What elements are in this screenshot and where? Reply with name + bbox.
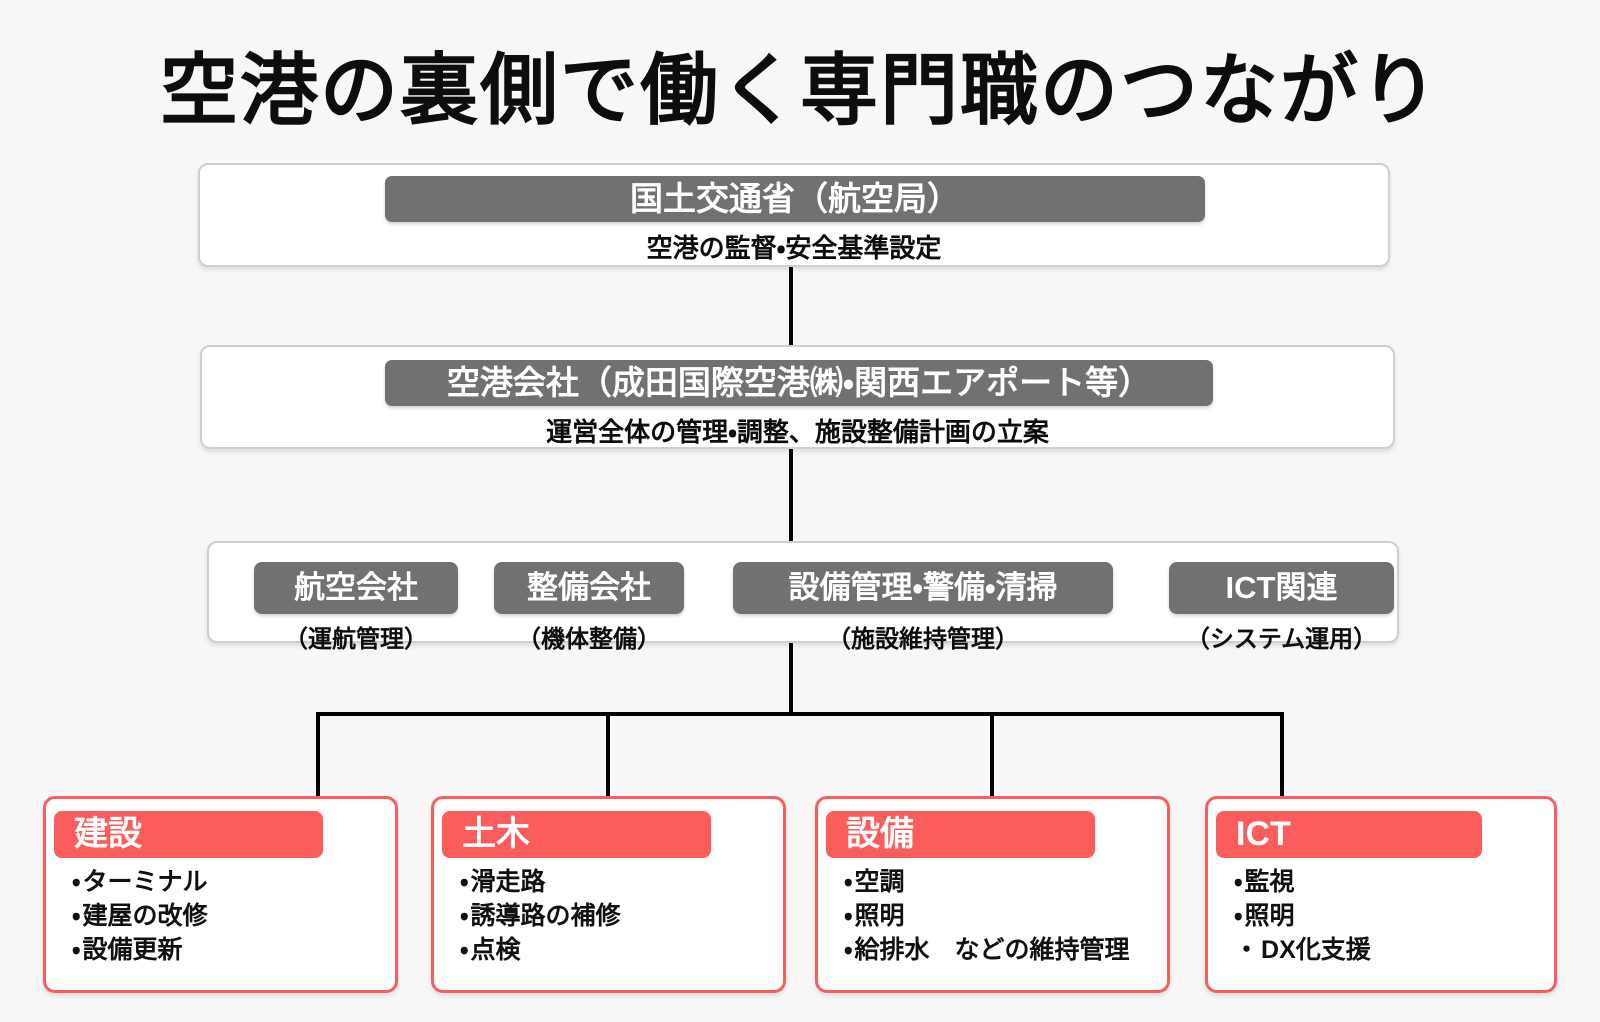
level1-header-bar: 国土交通省（航空局） xyxy=(385,176,1205,222)
connector-line-l1-l2 xyxy=(789,267,793,345)
level3-box: 航空会社 （運航管理） 整備会社 （機体整備） 設備管理・警備・清掃 （施設維持… xyxy=(207,541,1399,653)
connector-drop-ict xyxy=(1280,712,1284,796)
bullet-glyph: ・ xyxy=(844,902,853,930)
level3-group-facility-security-cleaning: 設備管理・警備・清掃 xyxy=(733,562,1113,614)
list-item: ・監視 xyxy=(1234,865,1546,899)
card-facilities: 設備 ・空調 ・照明 ・給排水 などの維持管理 xyxy=(815,796,1170,993)
card-ict-items: ・監視 ・照明 ・DX化支援 xyxy=(1234,865,1546,967)
connector-line-horizontal xyxy=(316,712,1284,716)
bullet-glyph: ・ xyxy=(460,868,469,896)
list-item-label: 照明 xyxy=(854,902,905,930)
level1-box: 国土交通省（航空局） 空港の監督・安全基準設定 xyxy=(198,163,1390,267)
list-item-label: ターミナル xyxy=(82,868,208,896)
list-item: ・設備更新 xyxy=(72,933,387,967)
card-ict: ICT ・監視 ・照明 ・DX化支援 xyxy=(1205,796,1557,993)
list-item-label: 監視 xyxy=(1244,868,1295,896)
card-civil-header: 土木 xyxy=(442,811,711,858)
bullet-glyph: ・ xyxy=(460,902,469,930)
connector-line-l2-l3 xyxy=(789,449,793,541)
level3-note-maintenance: （機体整備） xyxy=(517,626,661,653)
list-item-label: 建屋の改修 xyxy=(82,902,208,930)
list-item: ・ターミナル xyxy=(72,865,387,899)
card-civil-items: ・滑走路 ・誘導路の補修 ・点検 xyxy=(460,865,775,967)
card-facilities-header: 設備 xyxy=(826,811,1095,858)
list-item-label: 滑走路 xyxy=(470,868,546,896)
bullet-glyph: ・ xyxy=(844,936,853,964)
level3-note-ict: （システム運用） xyxy=(1185,626,1378,653)
list-item-label: 給排水 などの維持管理 xyxy=(854,936,1130,964)
bullet-glyph: ・ xyxy=(1234,868,1243,896)
list-item-label: 点検 xyxy=(470,936,521,964)
list-item: ・滑走路 xyxy=(460,865,775,899)
level2-box: 空港会社（成田国際空港㈱・関西エアポート等） 運営全体の管理・調整、施設整備計画… xyxy=(200,345,1395,449)
level3-note-airline: （運航管理） xyxy=(284,626,428,653)
list-item-label: 照明 xyxy=(1244,902,1295,930)
list-item-label: DX化支援 xyxy=(1261,936,1371,964)
level3-group-ict: ICT関連 xyxy=(1169,562,1394,614)
card-construction-items: ・ターミナル ・建屋の改修 ・設備更新 xyxy=(72,865,387,967)
list-item: ・誘導路の補修 xyxy=(460,899,775,933)
list-item: ・建屋の改修 xyxy=(72,899,387,933)
connector-drop-civil xyxy=(606,712,610,796)
bullet-glyph: ・ xyxy=(72,936,81,964)
card-ict-header: ICT xyxy=(1216,811,1483,858)
page-title: 空港の裏側で働く専門職のつながり xyxy=(159,46,1440,134)
level1-subtitle: 空港の監督・安全基準設定 xyxy=(646,233,942,263)
bullet-glyph: ・ xyxy=(1234,936,1260,964)
level2-header-bar: 空港会社（成田国際空港㈱・関西エアポート等） xyxy=(385,360,1213,406)
level3-note-facility-security-cleaning: （施設維持管理） xyxy=(827,626,1019,653)
list-item-label: 空調 xyxy=(854,868,905,896)
connector-line-feed xyxy=(789,643,793,716)
bullet-glyph: ・ xyxy=(72,868,81,896)
bullet-glyph: ・ xyxy=(844,868,853,896)
list-item: ・照明 xyxy=(1234,899,1546,933)
card-construction: 建設 ・ターミナル ・建屋の改修 ・設備更新 xyxy=(43,796,398,993)
connector-drop-construction xyxy=(316,712,320,796)
level3-group-airline: 航空会社 xyxy=(254,562,458,614)
level2-subtitle: 運営全体の管理・調整、施設整備計画の立案 xyxy=(546,417,1049,447)
card-facilities-items: ・空調 ・照明 ・給排水 などの維持管理 xyxy=(844,865,1159,967)
list-item: ・DX化支援 xyxy=(1234,933,1546,967)
card-civil: 土木 ・滑走路 ・誘導路の補修 ・点検 xyxy=(431,796,786,993)
list-item: ・点検 xyxy=(460,933,775,967)
list-item: ・給排水 などの維持管理 xyxy=(844,933,1159,967)
level3-group-maintenance: 整備会社 xyxy=(494,562,684,614)
bullet-glyph: ・ xyxy=(72,902,81,930)
list-item-label: 誘導路の補修 xyxy=(470,902,621,930)
list-item: ・空調 xyxy=(844,865,1159,899)
connector-drop-facilities xyxy=(990,712,994,796)
list-item-label: 設備更新 xyxy=(82,936,183,964)
list-item: ・照明 xyxy=(844,899,1159,933)
bullet-glyph: ・ xyxy=(460,936,469,964)
bullet-glyph: ・ xyxy=(1234,902,1243,930)
card-construction-header: 建設 xyxy=(54,811,323,858)
